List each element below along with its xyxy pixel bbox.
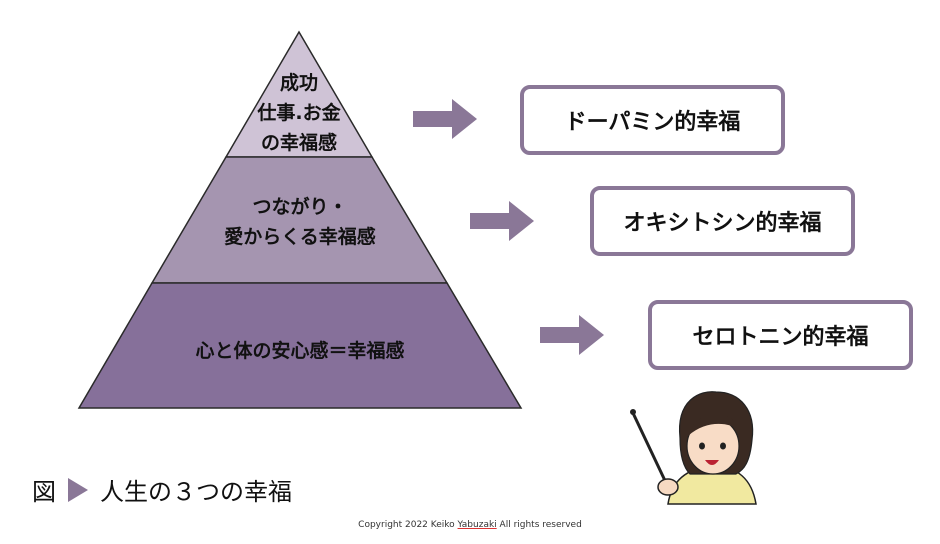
pyramid-tier-bottom: [77, 282, 523, 409]
box-label: オキシトシン的幸福: [623, 211, 822, 236]
teacher-illustration: [630, 391, 757, 505]
copyright-name: Yabuzaki: [457, 520, 497, 530]
caption-text: 人生の３つの幸福: [100, 478, 292, 506]
copyright-after: All rights reserved: [496, 520, 582, 530]
happiness-box-oxytocin: オキシトシン的幸福: [590, 186, 855, 256]
middle-line-2: 愛からくる幸福感: [224, 226, 376, 248]
top-line-2: 仕事.お金: [257, 102, 341, 124]
happiness-box-serotonin: セロトニン的幸福: [648, 300, 913, 370]
figure-caption: 図 人生の３つの幸福: [32, 472, 292, 507]
box-label: ドーパミン的幸福: [564, 110, 741, 135]
bottom-line-1: 心と体の安心感＝幸福感: [195, 340, 405, 362]
arrow-top: [413, 99, 477, 139]
caption-prefix: 図: [32, 478, 56, 506]
pyramid-middle-label: つながり・ 愛からくる幸福感: [170, 192, 430, 252]
happiness-box-dopamine: ドーパミン的幸福: [520, 85, 785, 155]
arrow-middle: [470, 201, 534, 241]
top-line-1: 成功: [279, 72, 318, 94]
box-label: セロトニン的幸福: [692, 325, 869, 350]
pyramid-bottom-label: 心と体の安心感＝幸福感: [100, 336, 500, 366]
triangle-right-icon: [68, 477, 88, 502]
pyramid-top-label: 成功 仕事.お金 の幸福感: [240, 68, 358, 158]
copyright-before: Copyright 2022 Keiko: [358, 520, 458, 530]
top-line-3: の幸福感: [260, 132, 337, 154]
arrow-bottom: [540, 315, 604, 355]
copyright-notice: Copyright 2022 Keiko Yabuzaki All rights…: [0, 520, 940, 530]
middle-line-1: つながり・: [252, 196, 348, 218]
